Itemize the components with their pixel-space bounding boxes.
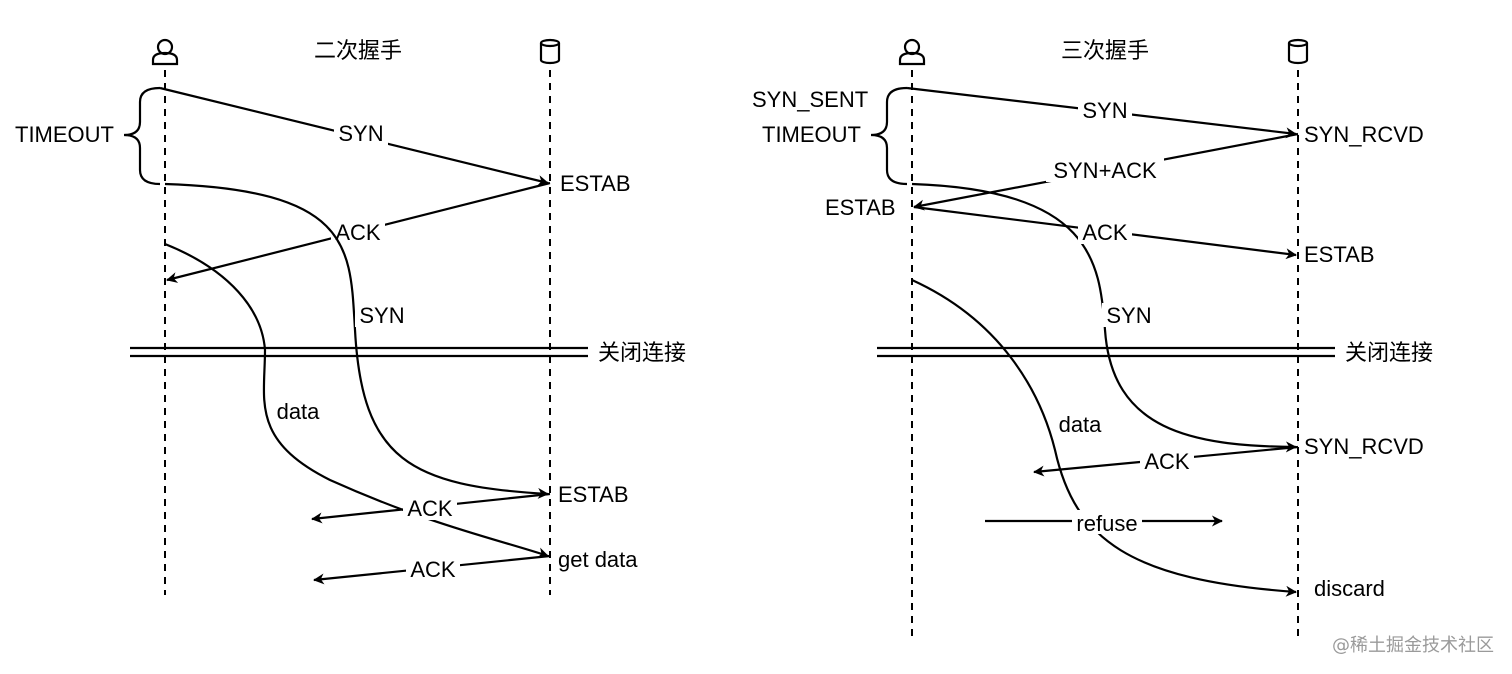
left-data-label: data bbox=[277, 399, 321, 424]
left-estab2-label: ESTAB bbox=[558, 482, 629, 507]
left-ack3-label: ACK bbox=[410, 557, 456, 582]
right-syn-sent-label: SYN_SENT bbox=[752, 87, 868, 112]
right-estab-client-label: ESTAB bbox=[825, 195, 896, 220]
right-synack-label: SYN+ACK bbox=[1053, 158, 1157, 183]
left-diagram: 二次握手 TIMEOUT SYN ESTAB ACK SYN data 关闭连接… bbox=[15, 38, 686, 595]
right-timeout-label: TIMEOUT bbox=[762, 122, 861, 147]
right-title: 三次握手 bbox=[1061, 39, 1149, 64]
right-syn-label: SYN bbox=[1082, 98, 1127, 123]
right-discard-label: discard bbox=[1314, 576, 1385, 601]
right-syn-retry-label: SYN bbox=[1106, 303, 1151, 328]
left-get-data-label: get data bbox=[558, 547, 638, 572]
right-syn-retry-curve bbox=[911, 182, 1297, 453]
right-timeout-brace bbox=[870, 86, 908, 186]
right-close-label: 关闭连接 bbox=[1345, 341, 1433, 366]
database-icon bbox=[539, 38, 561, 65]
left-syn-retry-curve bbox=[164, 182, 549, 499]
right-refuse-label: refuse bbox=[1076, 511, 1137, 536]
left-syn-retry-label: SYN bbox=[359, 303, 404, 328]
right-diagram: 三次握手 SYN_SENT TIMEOUT SYN SYN_RCVD SYN+A… bbox=[752, 38, 1433, 640]
left-data-curve bbox=[164, 242, 549, 559]
right-syn-rcvd1-label: SYN_RCVD bbox=[1304, 122, 1424, 147]
left-ack2-label: ACK bbox=[407, 496, 453, 521]
left-ack1-label: ACK bbox=[335, 220, 381, 245]
right-data-curve bbox=[911, 278, 1297, 597]
left-timeout-label: TIMEOUT bbox=[15, 122, 114, 147]
right-ack1-label: ACK bbox=[1082, 220, 1128, 245]
right-ack2-label: ACK bbox=[1144, 449, 1190, 474]
left-close-label: 关闭连接 bbox=[598, 341, 686, 366]
right-estab-server-label: ESTAB bbox=[1304, 242, 1375, 267]
left-title: 二次握手 bbox=[314, 39, 402, 64]
left-estab1-label: ESTAB bbox=[560, 171, 631, 196]
left-syn-label: SYN bbox=[338, 121, 383, 146]
user-icon bbox=[898, 38, 926, 66]
right-syn-rcvd2-label: SYN_RCVD bbox=[1304, 434, 1424, 459]
left-timeout-brace bbox=[123, 86, 161, 186]
user-icon bbox=[151, 38, 179, 66]
watermark: @稀土掘金技术社区 bbox=[1332, 635, 1494, 656]
right-data-label: data bbox=[1059, 412, 1103, 437]
database-icon bbox=[1287, 38, 1309, 65]
